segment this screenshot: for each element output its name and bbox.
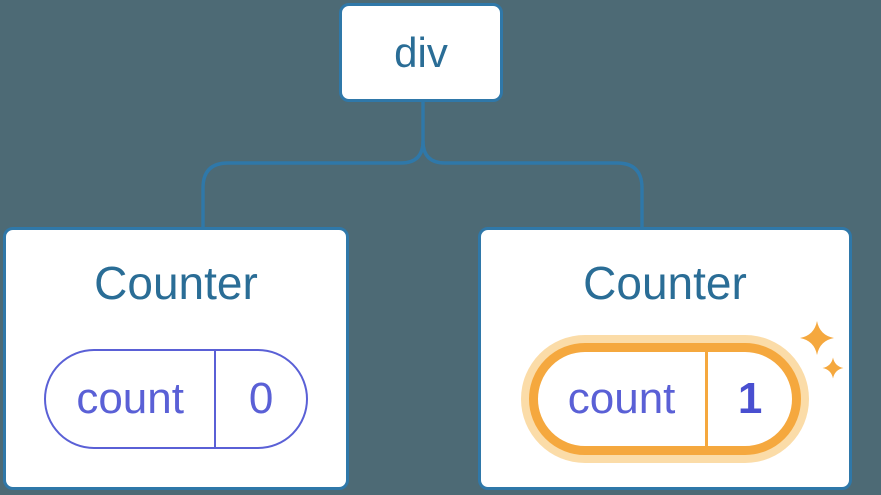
state-pill-area: count 1: [481, 310, 849, 487]
state-pill-highlighted: count 1: [529, 342, 801, 455]
state-pill-area: count 0: [6, 310, 346, 487]
tree-node-div: div: [339, 3, 503, 102]
state-key-label: count: [538, 351, 709, 446]
component-title: Counter: [94, 257, 258, 309]
state-pill: count 0: [44, 348, 308, 449]
component-title: Counter: [583, 257, 747, 309]
state-key-label: count: [46, 350, 217, 447]
state-value: 1: [737, 373, 763, 423]
sparkles-icon: [800, 321, 844, 379]
counter-card-right: Counter count 1: [478, 227, 852, 490]
counter-card-left: Counter count 0: [3, 227, 349, 490]
tree-node-div-label: div: [394, 28, 448, 76]
state-value: 0: [248, 373, 274, 423]
